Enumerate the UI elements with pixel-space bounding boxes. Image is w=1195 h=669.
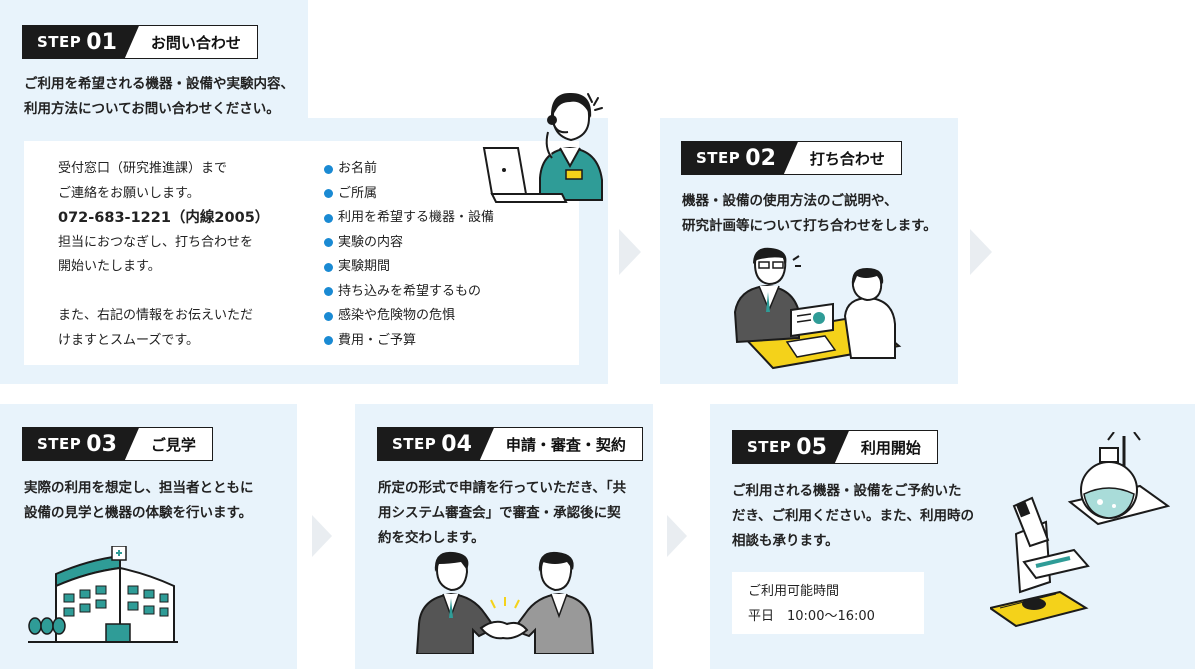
meeting-icon [733, 247, 902, 370]
list-item: 費用・ご予算 [324, 329, 494, 354]
step-title: 申請・審査・契約 [505, 435, 626, 454]
chevron-right-icon [667, 515, 687, 557]
step-title: ご見学 [150, 435, 196, 454]
chevron-right-icon [970, 229, 992, 275]
step-title: 利用開始 [860, 438, 921, 457]
step-title: 打ち合わせ [809, 149, 885, 168]
step-title: お問い合わせ [150, 33, 241, 52]
list-item: お名前 [324, 157, 494, 182]
hours-info: ご利用可能時間 平日 10:00〜16:00 [748, 580, 875, 629]
step01-contact-box [24, 141, 579, 365]
list-item: 利用を希望する機器・設備 [324, 206, 494, 231]
step-word: STEP [747, 438, 792, 456]
list-item: 実験の内容 [324, 231, 494, 256]
hours-value: 平日 10:00〜16:00 [748, 608, 875, 624]
list-item: 実験期間 [324, 255, 494, 280]
chevron-right-icon [619, 229, 641, 275]
required-info-list: お名前 ご所属 利用を希望する機器・設備 実験の内容 実験期間 持ち込みを希望す… [324, 157, 494, 353]
step-number: 02 [745, 145, 776, 171]
handshake-icon [415, 551, 595, 654]
bullet-icon [324, 238, 333, 248]
hours-label: ご利用可能時間 [748, 584, 840, 599]
step01-description: ご利用を希望される機器・設備や実験内容、 利用方法についてお問い合わせください。 [24, 76, 294, 117]
chevron-right-icon [312, 515, 332, 557]
bullet-icon [324, 336, 333, 346]
list-item: 感染や危険物の危惧 [324, 304, 494, 329]
bullet-icon [324, 189, 333, 199]
building-icon [28, 546, 178, 643]
step03-description: 実際の利用を想定し、担当者とともに 設備の見学と機器の体験を行います。 [24, 480, 254, 521]
step-number: 04 [441, 431, 472, 457]
bullet-icon [324, 311, 333, 321]
list-item: ご所属 [324, 182, 494, 207]
hours-box [732, 572, 924, 634]
step-word: STEP [37, 435, 82, 453]
support-operator-icon [482, 92, 603, 203]
bullet-icon [324, 164, 333, 174]
step-word: STEP [37, 33, 82, 51]
step05-description: ご利用される機器・設備をご予約いた だき、ご利用ください。また、利用時の 相談も… [732, 483, 975, 549]
step-number: 05 [796, 434, 827, 460]
bullet-icon [324, 213, 333, 223]
list-item: 持ち込みを希望するもの [324, 280, 494, 305]
step-word: STEP [392, 435, 437, 453]
step-word: STEP [696, 149, 741, 167]
step-number: 03 [86, 431, 117, 457]
step-number: 01 [86, 29, 117, 55]
lab-equipment-icon [990, 432, 1170, 628]
phone-number[interactable]: 072-683-1221（内線2005） [58, 210, 270, 226]
bullet-icon [324, 287, 333, 297]
bullet-icon [324, 262, 333, 272]
contact-info: 受付窓口（研究推進課）まで ご連絡をお願いします。 072-683-1221（内… [58, 161, 270, 348]
step02-description: 機器・設備の使用方法のご説明や、 研究計画等について打ち合わせをします。 [682, 193, 937, 234]
step04-description: 所定の形式で申請を行っていただき、「共 用システム審査会」で審査・承認後に契 約… [378, 480, 627, 546]
